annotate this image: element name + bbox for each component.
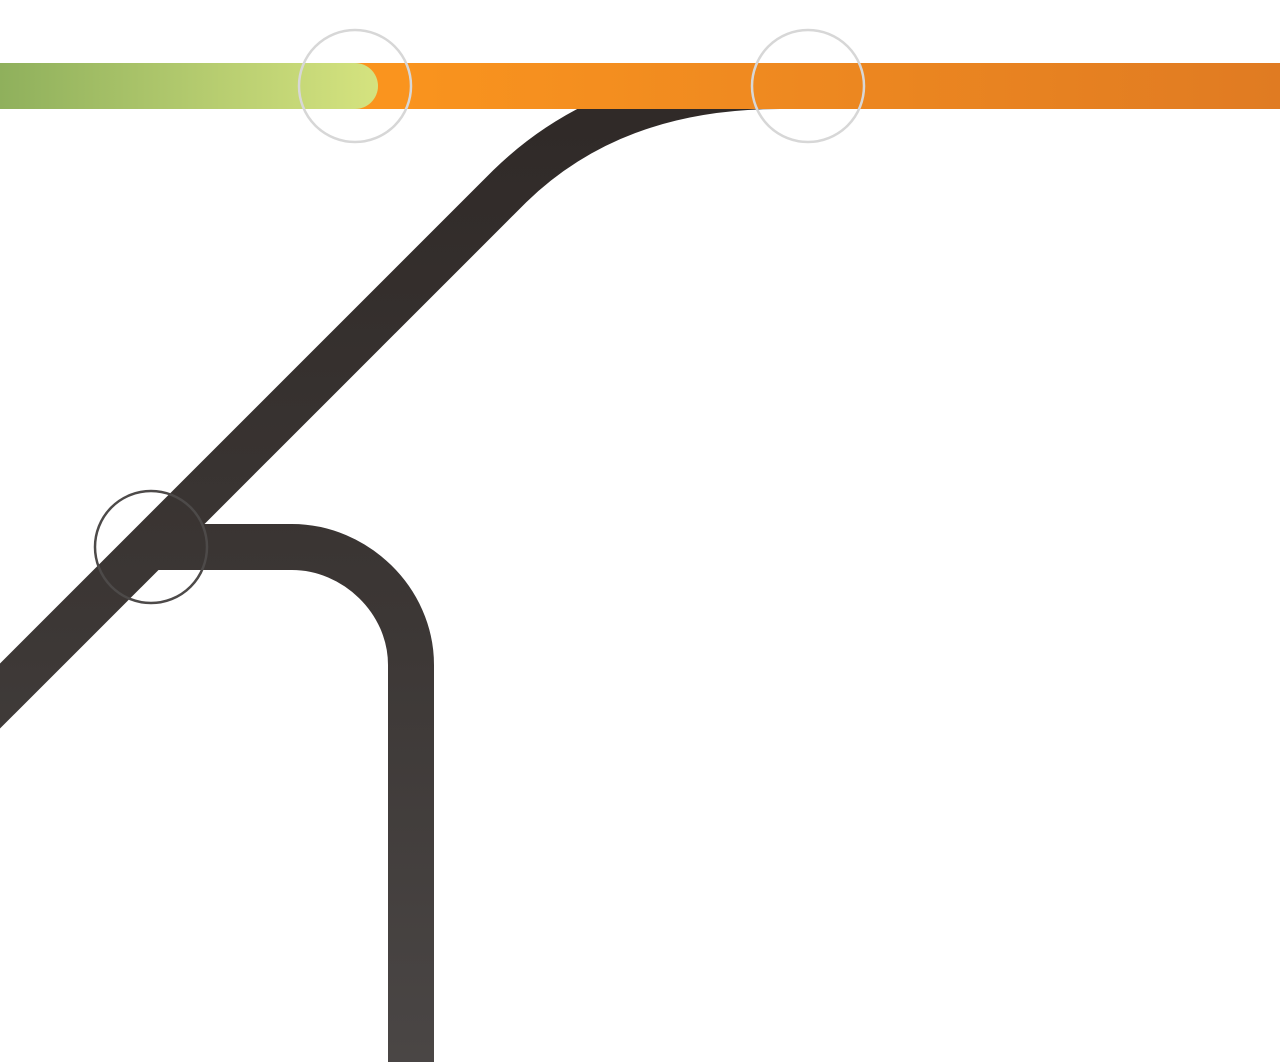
dark-line-branch <box>150 524 434 1062</box>
station-green-orange-junction[interactable] <box>297 28 413 144</box>
station-orange-dark-junction[interactable] <box>750 28 866 144</box>
orange-line <box>355 63 1280 109</box>
green-line <box>0 63 378 109</box>
station-dark-crossing[interactable] <box>93 489 209 605</box>
